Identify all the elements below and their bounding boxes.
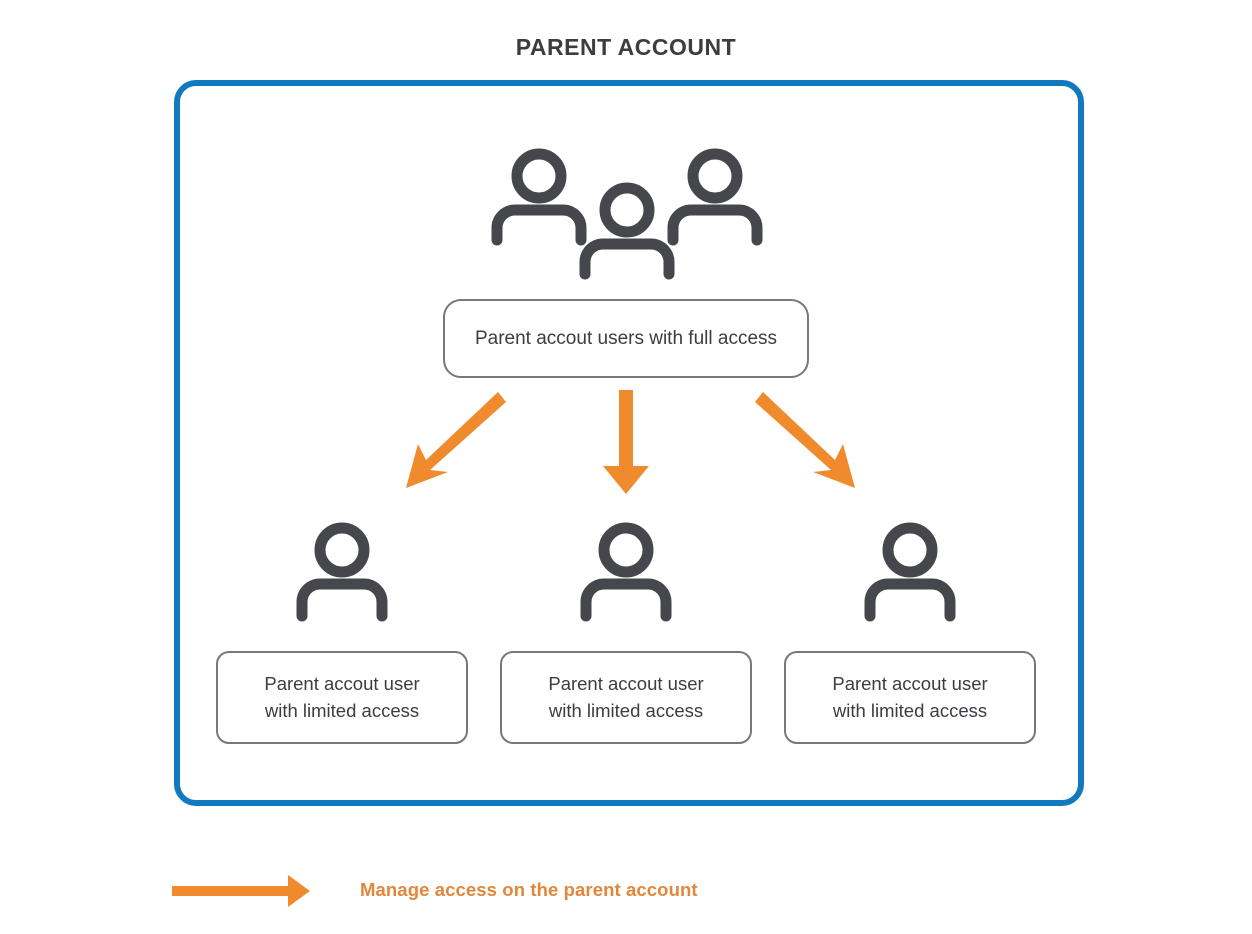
node-limited-access-label: Parent accout user with limited access	[548, 672, 704, 721]
node-limited-access-box: Parent accout user with limited access	[500, 651, 752, 744]
node-limited-access-label: Parent accout user with limited access	[264, 672, 420, 721]
person-icon	[296, 522, 388, 622]
legend-label: Manage access on the parent account	[360, 879, 698, 900]
person-icon	[580, 522, 672, 622]
node-limited-access-box: Parent accout user with limited access	[216, 651, 468, 744]
page-title: PARENT ACCOUNT	[515, 34, 737, 60]
arrow-right-icon	[172, 875, 310, 907]
node-full-access-label: Parent accout users with full access	[474, 327, 778, 349]
person-icon	[864, 522, 956, 622]
arrow-down-right-icon	[755, 392, 855, 488]
arrow-down-left-icon	[406, 392, 506, 488]
node-limited-access-label: Parent accout user with limited access	[832, 672, 988, 721]
group-of-users-icon	[491, 148, 763, 280]
node-full-access-box: Parent accout users with full access	[443, 299, 809, 378]
node-limited-access-box: Parent accout user with limited access	[784, 651, 1036, 744]
arrow-down-icon	[603, 390, 649, 494]
legend: Manage access on the parent account	[170, 868, 930, 920]
